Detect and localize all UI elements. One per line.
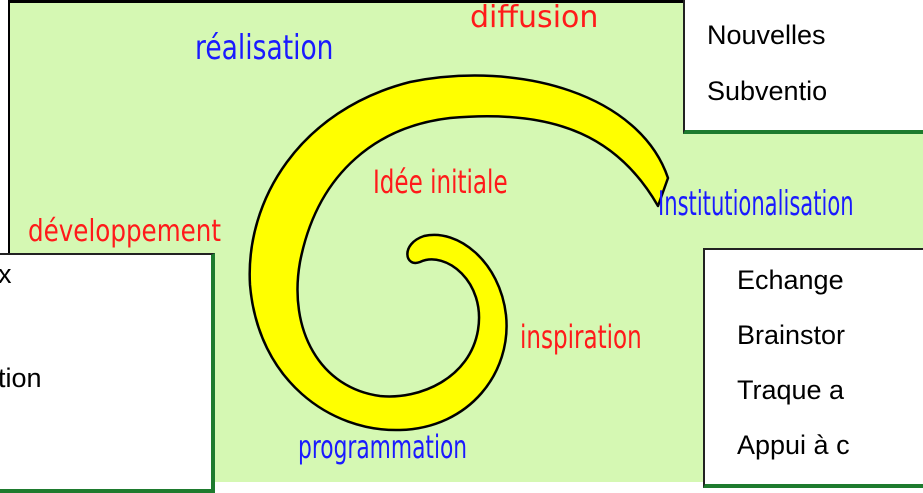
spiral-shape xyxy=(248,74,670,432)
label-developpement: développement xyxy=(28,214,222,249)
box-line: Appui à c xyxy=(737,430,850,460)
box-line: x xyxy=(0,259,12,290)
box-line: Nouvelles xyxy=(707,20,826,50)
box-line: tion xyxy=(0,363,42,393)
box-line: Echange xyxy=(737,265,844,295)
spiral-graphic xyxy=(248,74,670,432)
label-realisation: réalisation xyxy=(195,28,334,68)
text-box-bottom-right: Echange Brainstor Traque a Appui à c xyxy=(703,248,923,488)
label-institutionalisation: Institutionalisation xyxy=(658,184,854,224)
box-line: Subventio xyxy=(707,76,828,106)
box-line: Traque a xyxy=(737,375,845,405)
label-inspiration: inspiration xyxy=(520,318,642,356)
text-box-bottom-left: x tion xyxy=(0,253,215,493)
label-programmation: programmation xyxy=(298,428,468,466)
text-box-top-right: Nouvelles Subventio xyxy=(683,0,923,134)
box-line: Brainstor xyxy=(737,320,846,350)
label-diffusion: diffusion xyxy=(470,0,599,35)
label-idee-initiale: Idée initiale xyxy=(373,163,508,201)
